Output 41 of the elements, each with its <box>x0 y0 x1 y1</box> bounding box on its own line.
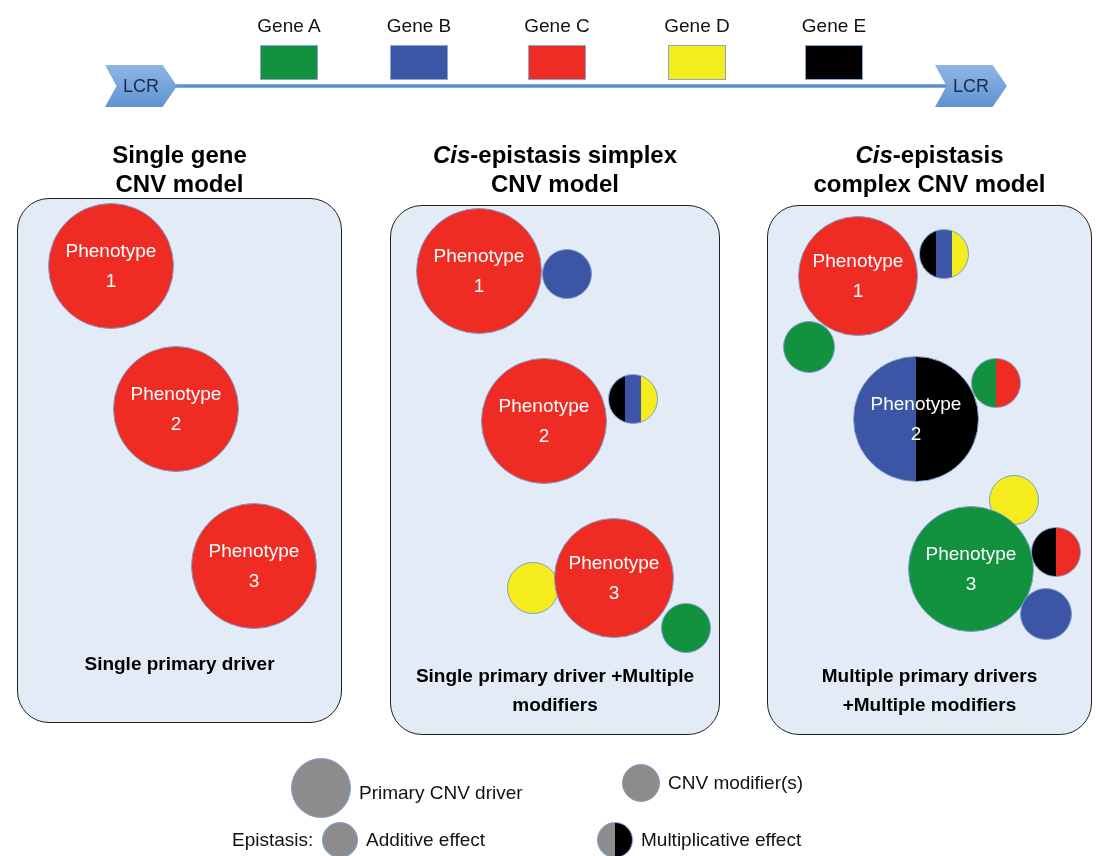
legend-label: CNV modifier(s) <box>668 772 804 794</box>
lcr-chevron: LCR <box>105 65 177 107</box>
panel-heading: Single gene CNV model <box>111 140 248 198</box>
gene-label: Gene E <box>800 15 868 37</box>
modifier-circle <box>542 249 592 299</box>
panel-caption: Multiple primary drivers +Multiple modifiers <box>820 664 1039 717</box>
gene-label: Gene B <box>385 15 453 37</box>
connector-line <box>175 84 947 88</box>
gene-box <box>805 45 863 80</box>
phenotype-circle: Phenotype 1 <box>798 216 918 336</box>
modifier-circle <box>919 229 969 279</box>
legend-label: Multiplicative effect <box>641 829 802 851</box>
modifier-circle <box>661 603 711 653</box>
gene-box <box>390 45 448 80</box>
phenotype-circle: Phenotype 3 <box>554 518 674 638</box>
legend-heading: Epistasis: <box>232 829 314 851</box>
phenotype-circle: Phenotype 1 <box>416 208 542 334</box>
phenotype-circle: Phenotype 2 <box>113 346 239 472</box>
panel-heading: Cis-epistasis simplex CNV model <box>432 140 678 198</box>
modifier-circle <box>608 374 658 424</box>
phenotype-circle: Phenotype 3 <box>191 503 317 629</box>
modifier-circle <box>1020 588 1072 640</box>
panel-caption: Single primary driver +Multiple modifiers <box>414 664 696 717</box>
modifier-circle <box>1031 527 1081 577</box>
gene-label: Gene A <box>256 15 322 37</box>
phenotype-circle: Phenotype 1 <box>48 203 174 329</box>
panel-caption: Single primary driver <box>83 652 276 676</box>
modifier-circle <box>783 321 835 373</box>
panel-heading: Cis-epistasis complex CNV model <box>812 140 1047 198</box>
modifier-circle <box>971 358 1021 408</box>
legend-label: Primary CNV driver <box>359 782 523 804</box>
modifier-circle <box>507 562 559 614</box>
gene-label: Gene C <box>523 15 591 37</box>
gene-label: Gene D <box>663 15 731 37</box>
phenotype-circle: Phenotype 3 <box>908 506 1034 632</box>
gene-box <box>668 45 726 80</box>
gene-box <box>260 45 318 80</box>
gene-box <box>528 45 586 80</box>
phenotype-circle: Phenotype 2 <box>481 358 607 484</box>
lcr-chevron: LCR <box>935 65 1007 107</box>
legend-label: Additive effect <box>366 829 485 851</box>
